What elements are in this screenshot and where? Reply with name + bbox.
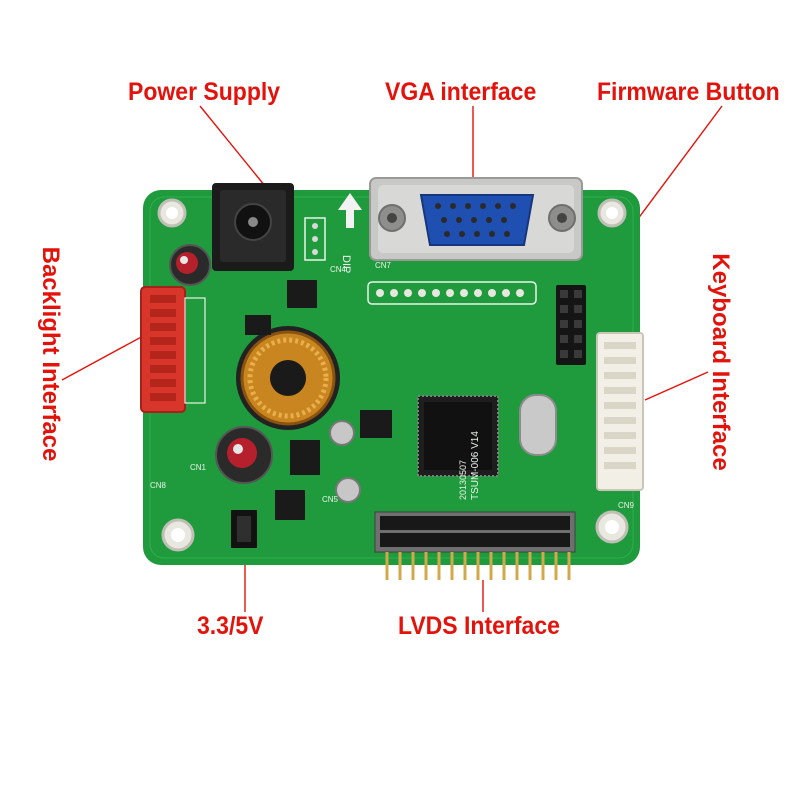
cn-label: CN5 (322, 495, 339, 504)
lvds-header (374, 511, 576, 580)
power-jack (212, 183, 294, 271)
arrow-up-icon (338, 193, 362, 228)
cn-label: CN8 (150, 481, 167, 490)
voltage-jumper-label: 3.3/5V (197, 612, 264, 640)
cn-label: CN7 (375, 261, 392, 270)
backlight-leader (61, 334, 146, 381)
small-capacitor-1 (329, 420, 355, 446)
toroid-inductor (236, 326, 340, 430)
cn-labels: CN4 CN5 CN7 CN8 CN9 CN1 (150, 261, 635, 510)
keyboard-leader (644, 371, 709, 401)
chip-regulator (287, 280, 317, 308)
firmware-header (556, 285, 586, 365)
backlight-connector (140, 286, 186, 413)
cn-label: CN9 (618, 501, 635, 510)
dip-text: DIP (340, 255, 352, 273)
capacitor-top (169, 244, 211, 286)
vga-interface-label: VGA interface (385, 78, 537, 106)
power-supply-label: Power Supply (128, 78, 281, 106)
chip-mosfet-2 (290, 440, 320, 475)
voltage-jumper (231, 510, 257, 548)
dip-marking: DIP (304, 193, 362, 273)
date-text: 20130507 (458, 460, 468, 500)
keyboard-connector (596, 332, 644, 491)
main-controller-chip (417, 395, 499, 477)
capacitor-bottom (215, 426, 273, 484)
vga-connector (369, 177, 583, 261)
firmware-button-label: Firmware Button (597, 78, 780, 106)
crystal-oscillator (519, 394, 557, 456)
lvds-interface-label: LVDS Interface (398, 612, 560, 640)
cn-label: CN1 (190, 463, 207, 472)
cn-label: CN4 (330, 265, 347, 274)
vga-solder-pads (367, 281, 537, 305)
model-text: TSUM-006 V14 (470, 431, 481, 500)
chip-regulator-2 (275, 490, 305, 520)
chip-small (245, 315, 271, 335)
small-capacitor-2 (335, 477, 361, 503)
mounting-holes (157, 198, 629, 552)
backlight-outline (184, 297, 206, 404)
chip-mosfet (360, 410, 392, 438)
power-supply-leader (199, 105, 266, 187)
